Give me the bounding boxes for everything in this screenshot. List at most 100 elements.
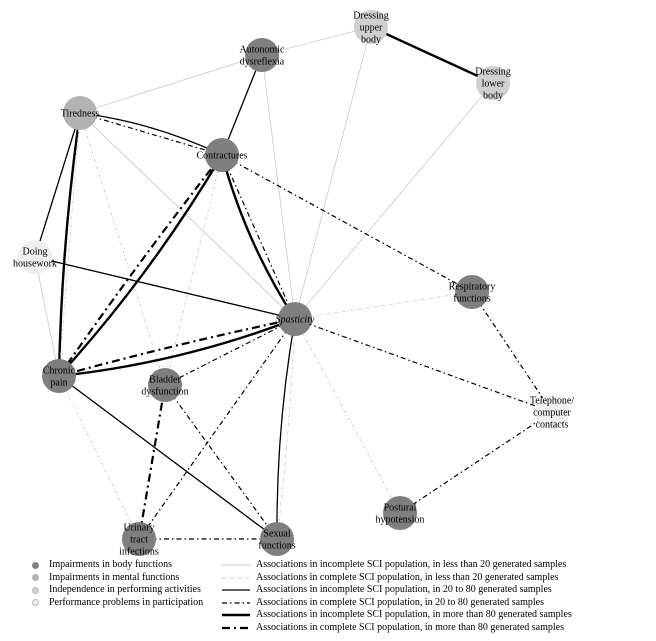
legend-item-participation: Performance problems in participation bbox=[32, 597, 203, 610]
node-label: tract bbox=[130, 535, 148, 546]
node-label: computer bbox=[533, 408, 571, 419]
node-label: Dressing bbox=[353, 11, 389, 22]
legend-item-activity: Independence in performing activities bbox=[32, 584, 203, 597]
node-tiredness: Tiredness bbox=[61, 96, 100, 130]
nodes-layer: AutonomicdysreflexiaDressingupperbodyDre… bbox=[13, 10, 574, 558]
edge-spasticity-sexual bbox=[276, 318, 296, 540]
edge-tiredness-contractures bbox=[79, 112, 223, 156]
legend-label: Performance problems in participation bbox=[49, 596, 204, 608]
node-label: body bbox=[483, 91, 503, 102]
edge-respiratory-telephone bbox=[471, 291, 553, 413]
node-label: functions bbox=[258, 541, 295, 552]
node-label: Postural bbox=[384, 503, 417, 514]
edge-autonomic-spasticity bbox=[261, 54, 296, 320]
node-label: Bladder bbox=[149, 375, 181, 386]
node-label: upper bbox=[360, 23, 383, 34]
legend-item-com-low: Associations in complete SCI population,… bbox=[222, 572, 572, 585]
activity-dot-icon bbox=[32, 586, 39, 594]
node-label: Tiredness bbox=[61, 109, 100, 120]
edge-housework-chronic_pain bbox=[34, 256, 60, 377]
node-label: Chronic bbox=[43, 366, 76, 377]
edge-chronic_pain-uti bbox=[58, 375, 140, 540]
node-label: dysreflexia bbox=[240, 57, 285, 68]
node-circle bbox=[535, 395, 569, 429]
legend-item-inc-low: Associations in incomplete SCI populatio… bbox=[222, 559, 572, 572]
node-label: Spasticity bbox=[276, 315, 315, 326]
node-label: Sexual bbox=[263, 529, 290, 540]
node-label: contacts bbox=[536, 420, 569, 431]
legend-item-inc-mid: Associations in incomplete SCI populatio… bbox=[222, 584, 572, 597]
legend-item-inc-high: Associations in incomplete SCI populatio… bbox=[222, 609, 572, 622]
edge-contractures-chronic_pain bbox=[58, 154, 224, 377]
edge-spasticity-chronic_pain bbox=[58, 317, 296, 378]
body-function-dot-icon bbox=[32, 561, 39, 569]
edge-dress_lower-spasticity bbox=[294, 82, 494, 320]
line-sample-icon bbox=[222, 602, 250, 604]
edge-tiredness-chronic_pain bbox=[57, 112, 82, 377]
legend-label: Associations in complete SCI population,… bbox=[256, 596, 545, 608]
node-circle bbox=[383, 496, 417, 530]
line-sample-icon bbox=[222, 626, 250, 629]
edge-spasticity-bladder bbox=[164, 318, 296, 386]
edge-telephone-postural bbox=[399, 411, 553, 514]
line-sample-icon bbox=[222, 614, 250, 617]
node-contractures: Contractures bbox=[196, 138, 248, 172]
edge-tiredness-contractures bbox=[79, 112, 223, 156]
node-circle bbox=[354, 10, 388, 44]
node-label: dysfunction bbox=[141, 387, 188, 398]
legend-item-mental: Impairments in mental functions bbox=[32, 572, 203, 585]
node-label: hypotension bbox=[376, 515, 425, 526]
edge-tiredness-chronic_pain bbox=[58, 112, 81, 377]
edge-contractures-chronic_pain bbox=[58, 154, 223, 377]
node-label: Telephone/ bbox=[530, 396, 575, 407]
node-label: lower bbox=[482, 79, 505, 90]
node-label: infections bbox=[119, 547, 159, 558]
node-label: Contractures bbox=[196, 151, 247, 162]
node-label: Doing bbox=[23, 247, 48, 258]
edge-tiredness-housework bbox=[34, 112, 81, 258]
node-spasticity: Spasticity bbox=[276, 302, 315, 336]
legend-label: Associations in complete SCI population,… bbox=[256, 621, 564, 633]
edge-spasticity-chronic_pain bbox=[58, 317, 296, 378]
node-label: functions bbox=[453, 294, 490, 305]
node-label: body bbox=[361, 35, 381, 46]
participation-dot-icon bbox=[32, 599, 39, 607]
legend-label: Associations in incomplete SCI populatio… bbox=[256, 609, 572, 620]
node-circle bbox=[18, 240, 52, 274]
legend-item-com-mid: Associations in complete SCI population,… bbox=[222, 597, 572, 610]
legend-label: Impairments in body functions bbox=[49, 559, 173, 570]
edge-contractures-bladder bbox=[164, 154, 223, 386]
edge-spasticity-telephone bbox=[294, 318, 553, 413]
node-label: housework bbox=[13, 259, 57, 270]
legend-item-body: Impairments in body functions bbox=[32, 559, 203, 572]
node-circle bbox=[260, 522, 294, 556]
edge-contractures-spasticity bbox=[220, 154, 297, 320]
edge-dress_upper-spasticity bbox=[294, 26, 372, 320]
legend-label: Impairments in mental functions bbox=[49, 571, 180, 583]
node-label: Autonomic bbox=[240, 45, 286, 56]
edge-tiredness-spasticity bbox=[79, 112, 296, 320]
edge-housework-spasticity bbox=[34, 256, 296, 320]
edge-legend: Associations in incomplete SCI populatio… bbox=[222, 559, 572, 634]
node-circle bbox=[148, 368, 182, 402]
node-circle bbox=[278, 302, 312, 336]
edge-contractures-spasticity bbox=[221, 154, 296, 320]
legend-label: Associations in incomplete SCI populatio… bbox=[256, 559, 567, 570]
line-sample-icon bbox=[222, 589, 250, 591]
legend-label: Associations in incomplete SCI populatio… bbox=[256, 584, 552, 595]
legend-item-com-high: Associations in complete SCI population,… bbox=[222, 622, 572, 635]
node-circle bbox=[455, 275, 489, 309]
node-label: pain bbox=[50, 378, 67, 389]
